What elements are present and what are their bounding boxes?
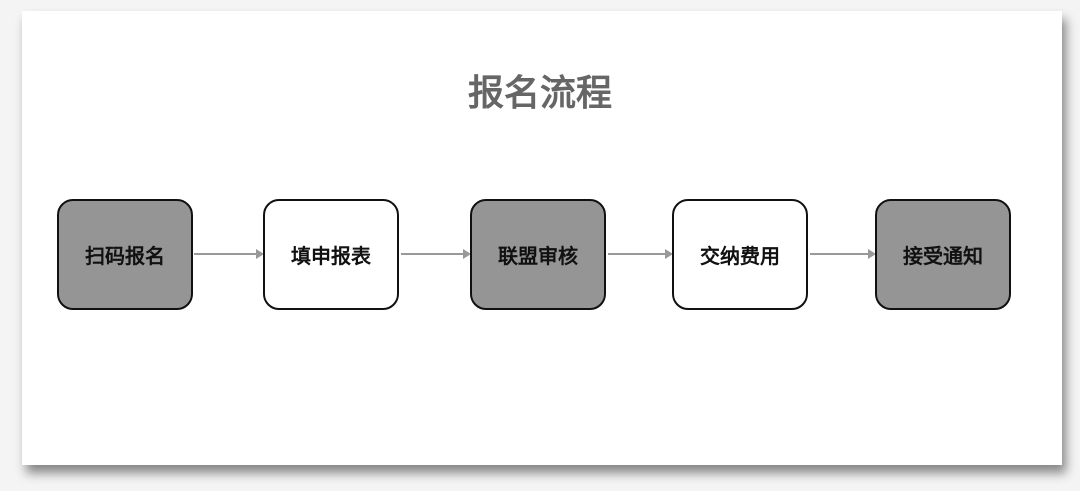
- arrowhead-4-5: [868, 249, 876, 259]
- step-label: 交纳费用: [700, 244, 780, 268]
- step-label: 联盟审核: [498, 244, 578, 268]
- arrowhead-1-2: [256, 249, 264, 259]
- step-label: 填申报表: [291, 244, 371, 268]
- step-pay-fee: 交纳费用: [672, 199, 808, 310]
- arrowhead-2-3: [463, 249, 471, 259]
- step-scan-register: 扫码报名: [57, 199, 193, 310]
- step-fill-form: 填申报表: [263, 199, 399, 310]
- step-label: 接受通知: [903, 244, 983, 268]
- arrowhead-3-4: [665, 249, 673, 259]
- step-receive-notice: 接受通知: [875, 199, 1011, 310]
- step-alliance-review: 联盟审核: [470, 199, 606, 310]
- step-label: 扫码报名: [85, 244, 165, 268]
- diagram-title: 报名流程: [467, 73, 612, 114]
